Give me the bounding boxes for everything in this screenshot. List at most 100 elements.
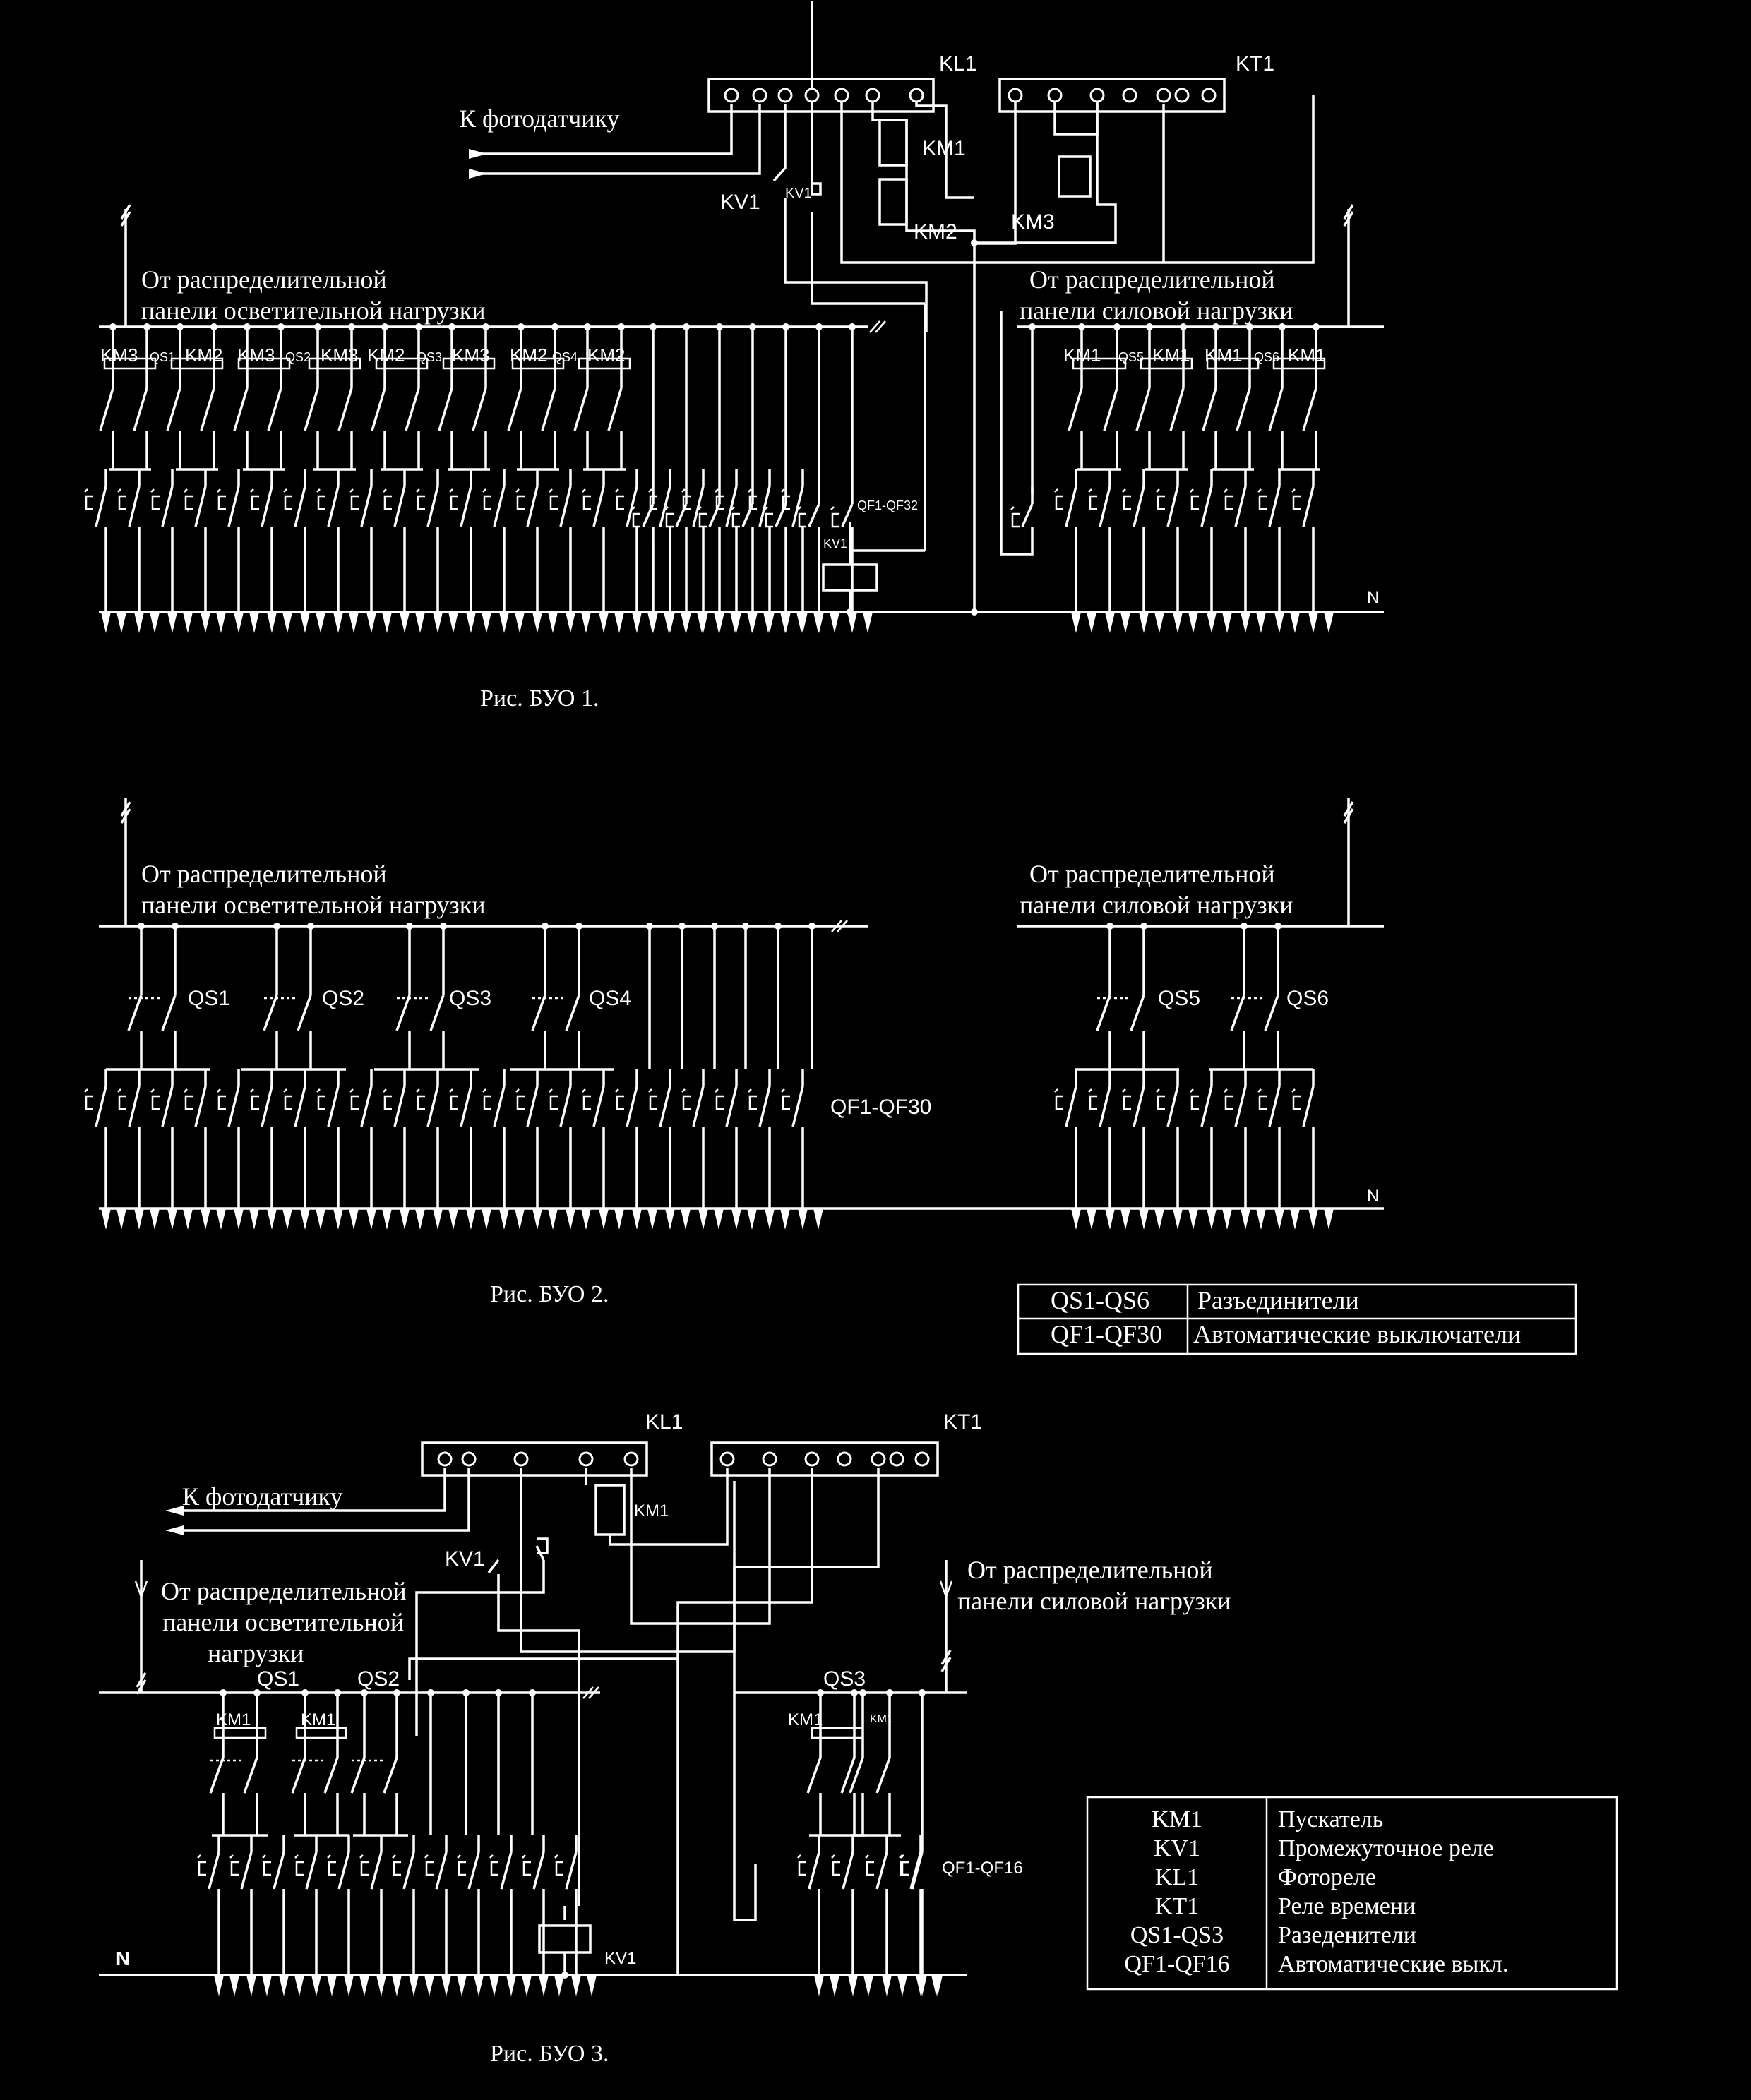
wire xyxy=(1230,995,1245,1031)
junction-dot xyxy=(618,323,625,330)
load-arrow xyxy=(201,1208,210,1230)
load-arrow xyxy=(279,1975,289,1996)
junction-dot xyxy=(210,323,217,330)
d1-km-label: KM2 xyxy=(510,344,547,366)
junction-dot xyxy=(1246,323,1253,330)
load-arrow xyxy=(134,1208,144,1230)
load-arrow xyxy=(349,1208,359,1230)
terminal xyxy=(804,88,820,103)
load-arrow xyxy=(214,1975,224,1996)
wire xyxy=(438,388,453,431)
breaker-mark xyxy=(582,1088,586,1093)
wire xyxy=(831,920,848,932)
wire xyxy=(715,1095,724,1110)
d3-legend-desc: Разеденители xyxy=(1278,1922,1416,1948)
load-arrow xyxy=(499,1208,509,1230)
breaker-mark xyxy=(150,1088,155,1093)
load-arrow xyxy=(554,1975,564,1996)
arrow-head xyxy=(165,1525,184,1535)
d3-legend-code: KV1 xyxy=(1154,1835,1200,1861)
breaker-mark xyxy=(615,488,619,493)
wire xyxy=(582,1095,591,1110)
component-symbols xyxy=(84,78,1334,1996)
wire xyxy=(1099,486,1111,527)
wire xyxy=(291,1757,306,1794)
wire xyxy=(1166,1086,1179,1127)
load-arrow xyxy=(1207,1208,1217,1230)
breaker-mark xyxy=(349,1088,354,1093)
wire xyxy=(350,495,359,510)
wire xyxy=(1190,1095,1199,1110)
terminal xyxy=(1174,88,1190,103)
contactor-bracket xyxy=(170,357,224,370)
wire xyxy=(128,486,141,527)
wire xyxy=(909,1852,922,1890)
wire xyxy=(467,1852,480,1890)
load-arrow xyxy=(116,1208,126,1230)
diagram-2: От распределительной панели осветительно… xyxy=(141,860,1577,1355)
wire xyxy=(184,495,193,510)
load-arrow xyxy=(316,1208,325,1230)
load-arrow xyxy=(424,1975,434,1996)
wire xyxy=(1089,1095,1097,1110)
d2-legend-desc-1: Разъединители xyxy=(1197,1286,1359,1314)
load-arrow xyxy=(448,612,458,633)
junction-dot xyxy=(109,323,116,330)
load-arrow xyxy=(349,612,359,633)
wire xyxy=(1343,211,1354,227)
wire xyxy=(1268,486,1281,527)
wire xyxy=(632,512,640,528)
wire xyxy=(549,1095,558,1110)
wire xyxy=(876,1757,891,1794)
wire xyxy=(337,388,353,431)
wire xyxy=(1224,1095,1233,1110)
wire xyxy=(327,486,340,527)
breaker-mark xyxy=(229,1854,234,1859)
breaker-mark xyxy=(84,488,88,493)
junction-dot xyxy=(273,923,280,930)
breaker-mark xyxy=(449,488,453,493)
load-arrow xyxy=(101,1208,111,1230)
wire xyxy=(251,1095,259,1110)
d3-legend-desc: Промежуточное реле xyxy=(1278,1835,1494,1861)
d3-legend-code: KM1 xyxy=(1152,1806,1202,1832)
wire xyxy=(243,1757,258,1794)
wire xyxy=(532,1852,545,1890)
junction-dot xyxy=(448,323,455,330)
km1-coil xyxy=(594,1484,626,1536)
d1-left-source-line2: панели осветительной нагрузки xyxy=(141,296,486,325)
wire xyxy=(230,1861,239,1876)
d3-legend-desc: Фотореле xyxy=(1278,1864,1376,1890)
wire xyxy=(95,486,107,527)
wire xyxy=(426,486,439,527)
load-arrow xyxy=(548,612,558,633)
load-arrow xyxy=(614,612,624,633)
breaker-mark xyxy=(316,1088,321,1093)
terminal xyxy=(513,1451,529,1467)
load-arrow xyxy=(897,1975,907,1996)
wire xyxy=(559,1086,572,1127)
wire xyxy=(526,486,539,527)
junction-dot xyxy=(381,323,388,330)
wire xyxy=(692,486,705,527)
load-arrow xyxy=(282,1208,292,1230)
breaker-mark xyxy=(681,488,686,493)
junction-dot xyxy=(462,1689,470,1696)
d3-legend-table xyxy=(1086,1796,1618,1991)
d2-right-source-line1: От распределительной xyxy=(1029,860,1275,888)
wire xyxy=(642,503,655,527)
wire xyxy=(350,1757,366,1794)
contactor-bracket xyxy=(237,357,291,370)
wire xyxy=(665,512,674,528)
d3-right-source-line2: панели силовой нагрузки xyxy=(957,1587,1231,1615)
load-arrow xyxy=(1154,1208,1164,1230)
d1-km-label: KM1 xyxy=(1288,344,1325,366)
breaker-mark xyxy=(1054,1088,1058,1093)
d2-neutral-label: N xyxy=(1367,1187,1379,1206)
wire xyxy=(371,388,386,431)
breaker-mark xyxy=(698,506,702,510)
wire xyxy=(294,486,306,527)
load-arrow xyxy=(664,612,674,633)
contactor-bracket xyxy=(811,1727,864,1739)
load-arrow xyxy=(681,1208,691,1230)
